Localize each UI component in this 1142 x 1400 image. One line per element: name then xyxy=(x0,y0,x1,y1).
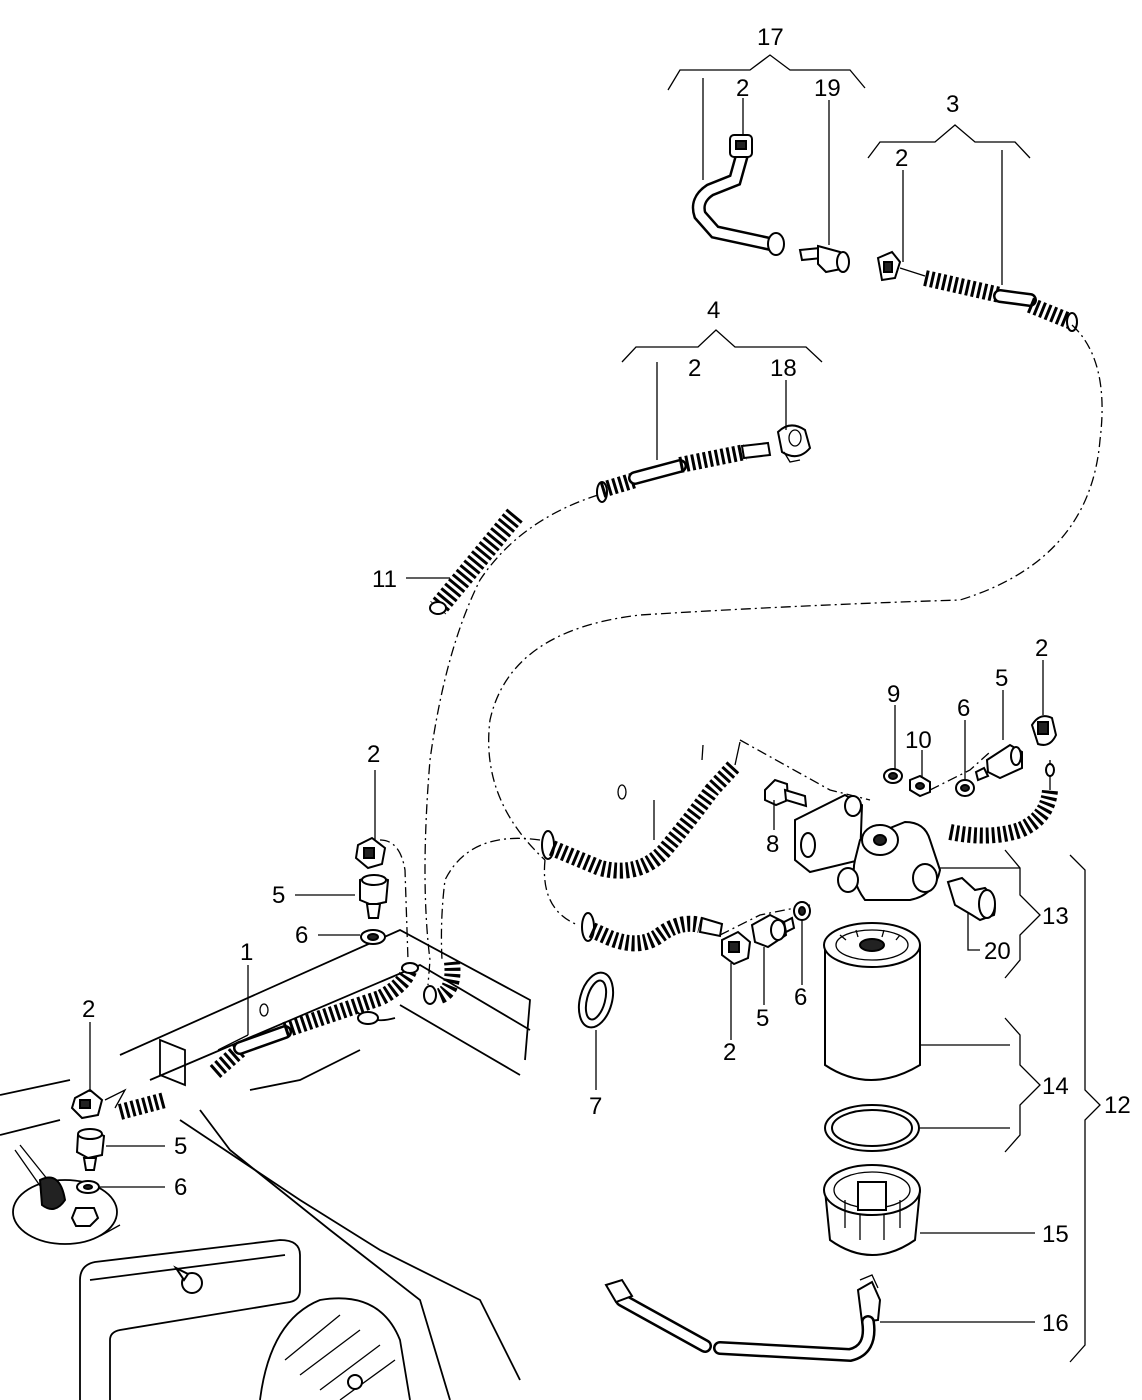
washer-9 xyxy=(883,768,903,784)
label-2-right: 2 xyxy=(1035,635,1048,662)
label-17: 17 xyxy=(757,24,784,51)
label-15: 15 xyxy=(1042,1221,1069,1248)
fuel-tank-sender xyxy=(12,1144,121,1245)
label-4: 4 xyxy=(707,297,720,324)
clip-2-filter xyxy=(721,930,752,966)
label-2-mid: 2 xyxy=(367,741,380,768)
label-2-top: 2 xyxy=(736,75,749,102)
connector-19 xyxy=(798,244,850,274)
washer-6-left xyxy=(76,1180,100,1194)
clip-2-mid xyxy=(354,836,387,870)
label-13: 13 xyxy=(1042,903,1069,930)
leader-lines xyxy=(89,54,1101,1363)
left-hose-end xyxy=(104,1088,168,1120)
label-6-right: 6 xyxy=(957,695,970,722)
label-2-filter: 2 xyxy=(723,1039,736,1066)
label-2-left: 2 xyxy=(82,996,95,1023)
fitting-5-filter xyxy=(750,913,796,949)
label-5-right: 5 xyxy=(995,665,1008,692)
filter-head-13 xyxy=(794,793,942,901)
label-5-left: 5 xyxy=(174,1133,187,1160)
callout-labels: 17 2 19 3 2 4 2 18 11 2 5 9 6 10 2 8 5 1… xyxy=(82,24,1131,1337)
routing-lines xyxy=(379,324,1103,986)
label-11: 11 xyxy=(372,566,397,593)
washer-6-filter xyxy=(793,901,811,921)
corrugated-tube-11 xyxy=(429,508,523,615)
clip-2-left xyxy=(70,1088,104,1120)
vehicle-floor-pan xyxy=(0,928,531,1400)
fuel-hose-3 xyxy=(876,250,1078,332)
label-9: 9 xyxy=(887,681,900,708)
washer-6-right xyxy=(955,779,975,797)
label-5-filter: 5 xyxy=(756,1005,769,1032)
nut-10 xyxy=(909,774,931,798)
label-12: 12 xyxy=(1104,1092,1131,1119)
label-2-hose3: 2 xyxy=(895,145,908,172)
label-5-mid: 5 xyxy=(272,882,285,909)
label-19: 19 xyxy=(814,75,841,102)
label-1: 1 xyxy=(240,939,253,966)
label-6-left: 6 xyxy=(174,1174,187,1201)
fitting-5-left xyxy=(75,1128,106,1171)
filter-outlet-hose xyxy=(948,760,1058,844)
hose-clamp-top xyxy=(729,134,753,158)
o-ring-14 xyxy=(824,1104,920,1152)
label-16: 16 xyxy=(1042,1310,1069,1337)
label-8: 8 xyxy=(766,831,779,858)
floor-grommet xyxy=(173,1265,203,1294)
fitting-20 xyxy=(946,876,996,922)
bolt-8 xyxy=(764,778,808,808)
label-20: 20 xyxy=(984,938,1011,965)
water-sensor-16 xyxy=(604,1274,882,1363)
label-6-filter: 6 xyxy=(794,984,807,1011)
label-18: 18 xyxy=(770,355,797,382)
fuel-hose-1 xyxy=(209,961,461,1079)
filter-return-hose xyxy=(541,741,741,879)
fuel-hose-17 xyxy=(691,148,785,256)
filter-bowl-15 xyxy=(823,1164,921,1256)
washer-6-mid xyxy=(360,929,386,945)
label-10: 10 xyxy=(905,727,932,754)
seal-ring-7 xyxy=(577,971,615,1029)
label-3: 3 xyxy=(946,91,959,118)
label-2-hose4: 2 xyxy=(688,355,701,382)
clip-2-right xyxy=(1030,715,1058,746)
label-6-mid: 6 xyxy=(295,922,308,949)
filter-cartridge-14 xyxy=(823,922,921,1081)
clip-18 xyxy=(776,424,812,463)
filter-supply-hose xyxy=(581,912,724,952)
label-14: 14 xyxy=(1042,1073,1069,1100)
label-7: 7 xyxy=(589,1093,602,1120)
fitting-5-mid xyxy=(359,873,390,919)
fitting-5-right xyxy=(974,743,1023,782)
fuel-hose-4 xyxy=(596,441,772,503)
